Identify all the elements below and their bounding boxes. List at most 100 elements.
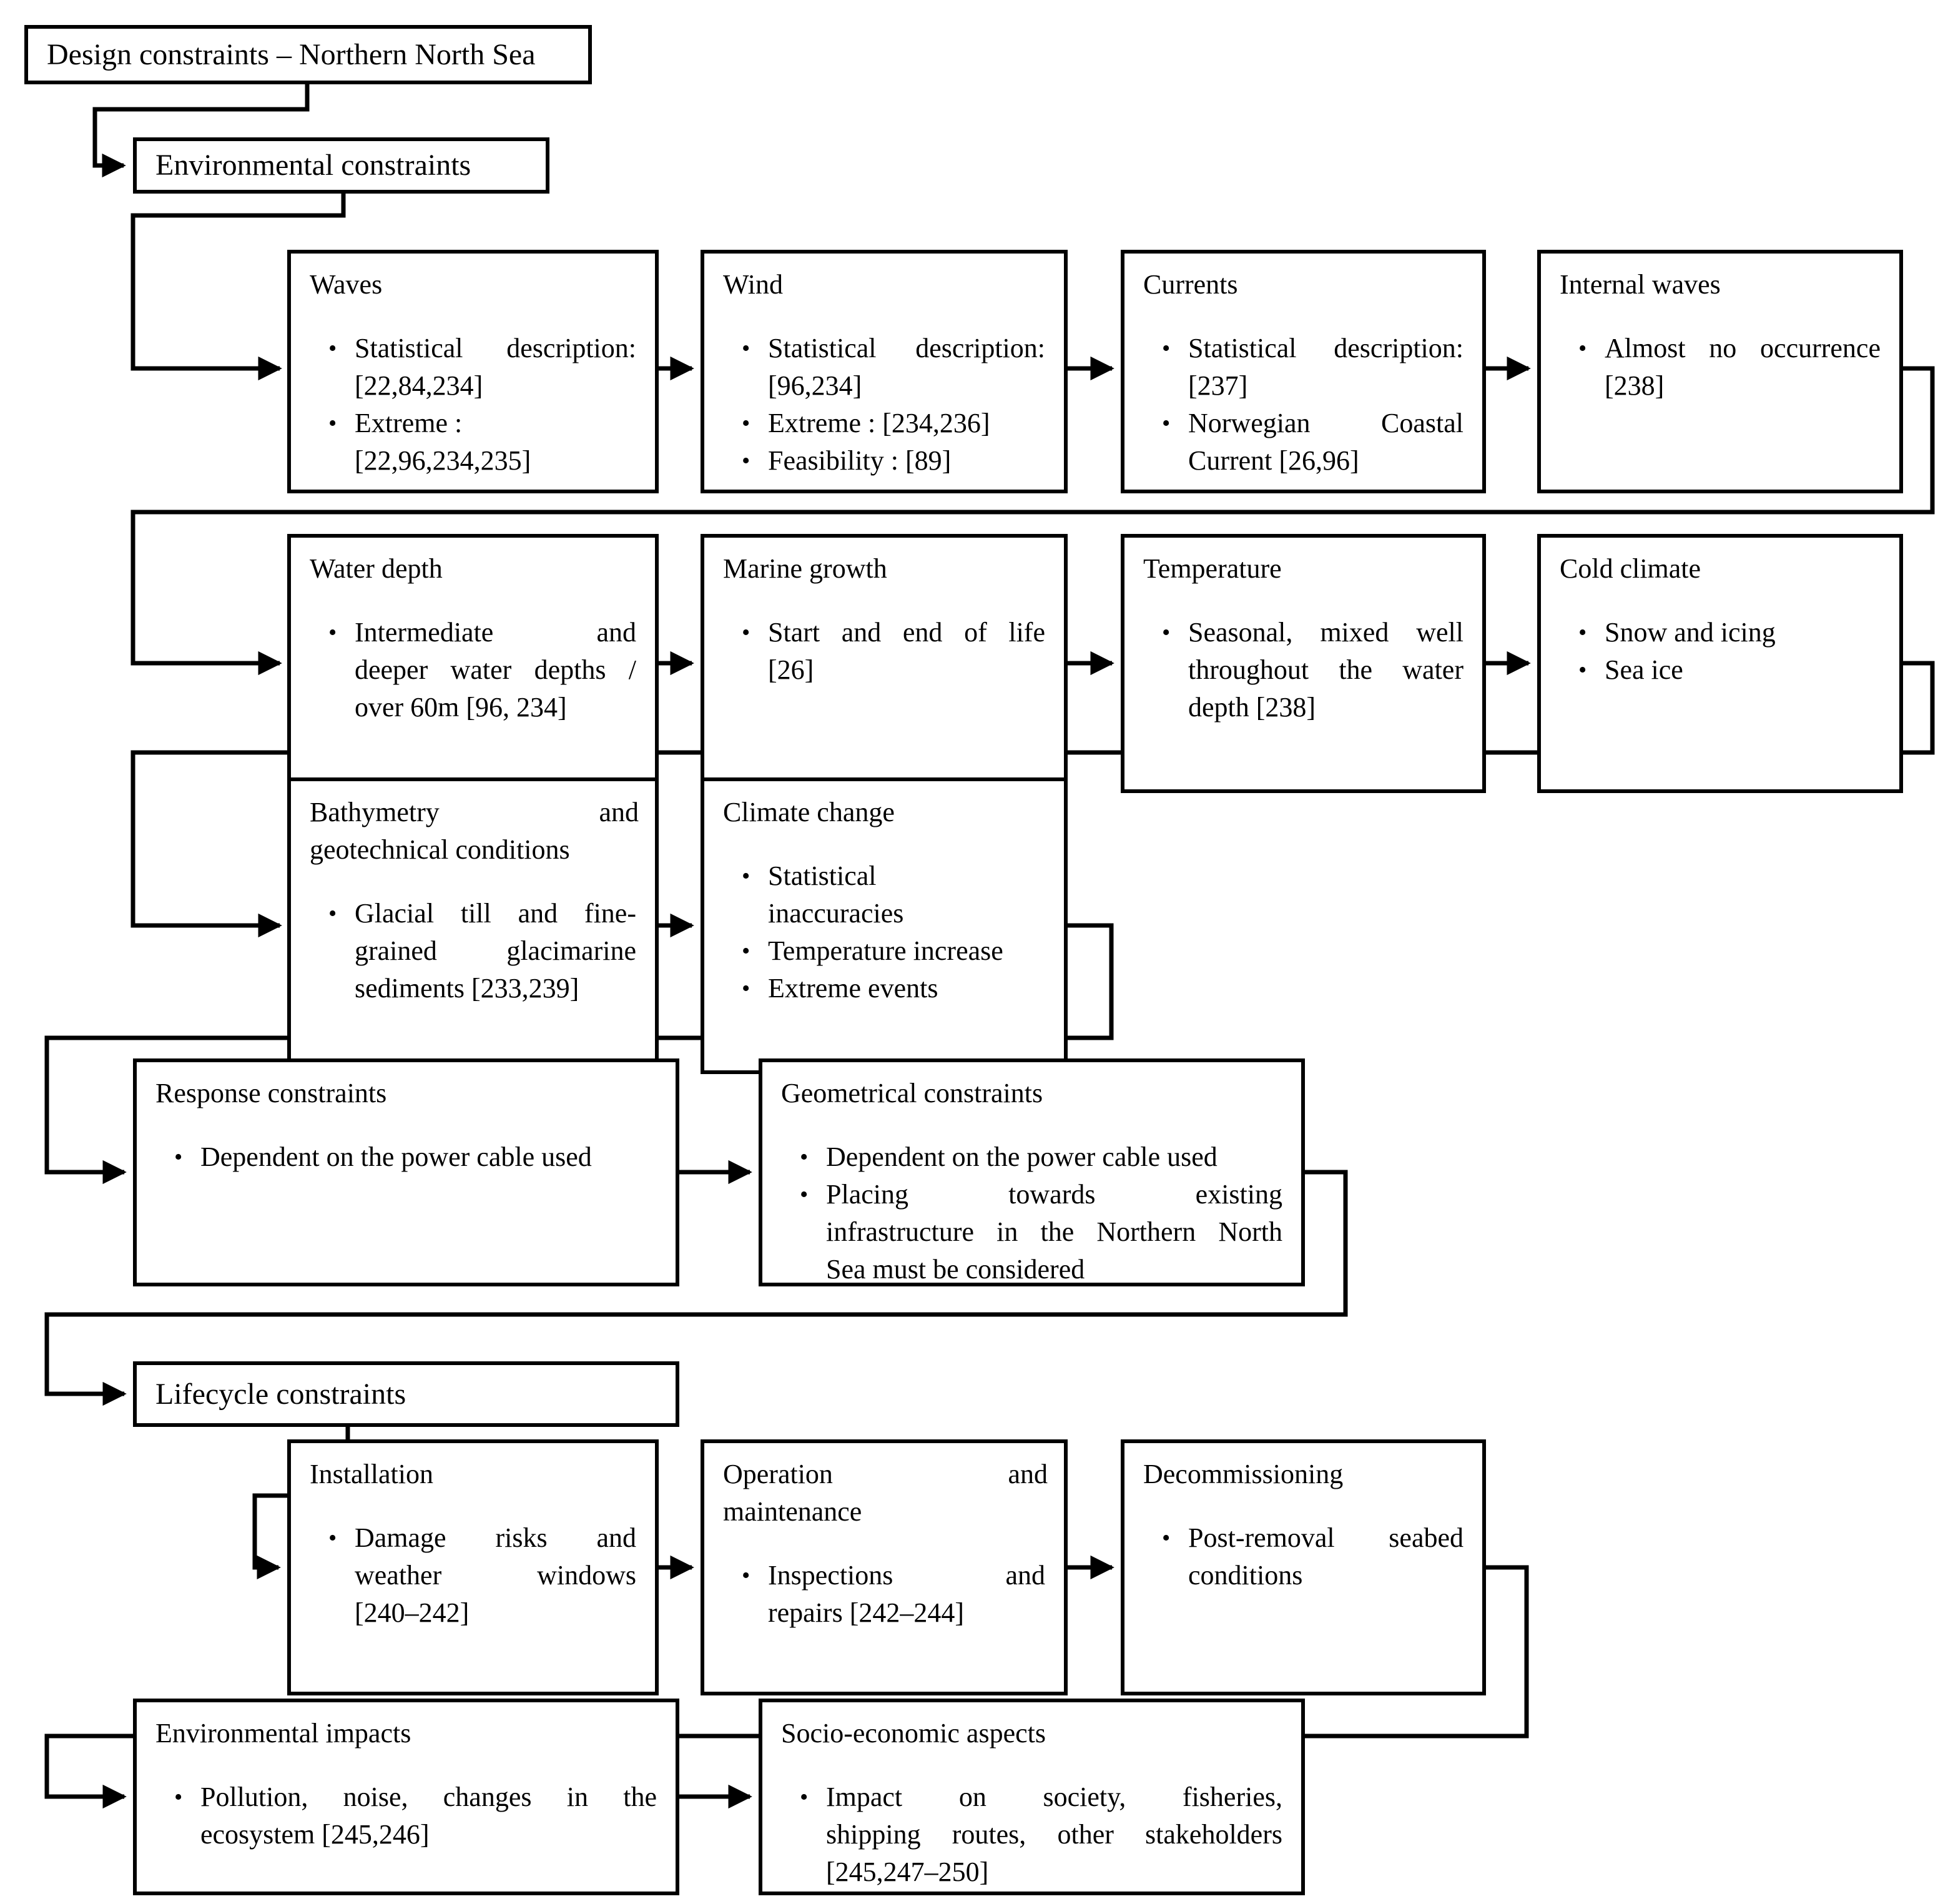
bullet-text: Glacial till and fine-grained glacimarin… <box>355 895 639 1007</box>
bullet-dot-icon: • <box>174 1144 183 1170</box>
box-title: Environmental impacts <box>155 1715 659 1752</box>
box-title: Waves <box>310 266 639 303</box>
title-bullet-spacer <box>1560 303 1883 330</box>
cold-climate-box: Cold climate • Snow and icing•Sea ice <box>1537 534 1903 793</box>
bullet-item: •Temperature increase <box>723 932 1048 970</box>
bullet-text-line: infrastructure in the Northern North <box>826 1216 1282 1247</box>
bullet-dot-icon: • <box>1578 335 1587 362</box>
box-title: Currents <box>1143 266 1466 303</box>
box-title-line: geotechnical conditions <box>310 834 570 865</box>
box-title: Internal waves <box>1560 266 1883 303</box>
box-title: Cold climate <box>1560 550 1883 588</box>
title-bullet-spacer <box>1143 1493 1466 1519</box>
box-title-line: Temperature <box>1143 553 1282 584</box>
bullet-text-line: Intermediate and <box>355 617 636 648</box>
box-title-line: Socio-economic aspects <box>781 1718 1046 1749</box>
bullet-dot-icon: • <box>742 975 750 1002</box>
bullet-text-line: Norwegian Coastal <box>1188 408 1464 438</box>
bullet-item: •Dependent on the power cable used <box>781 1138 1285 1176</box>
box-title: Geometrical constraints <box>781 1075 1285 1112</box>
waves-box: Waves•Statistical description:[22,84,234… <box>287 250 659 493</box>
bullet-item: •Almost no occurrence[238] <box>1560 330 1883 405</box>
title-bullet-spacer <box>310 869 639 895</box>
bullet-text-line: Inspections and <box>768 1560 1045 1591</box>
bullet-text: Pollution, noise, changes in the ecosyste… <box>200 1778 659 1853</box>
box-title: Climate change <box>723 794 1048 831</box>
bullet-text-line: Seasonal, mixed well <box>1188 617 1464 648</box>
bullet-text-line: Statistical description: <box>768 333 1045 363</box>
bullet-dot-icon: • <box>1578 619 1587 646</box>
internal-waves-box: Internal waves •Almost no occurrence[238] <box>1537 250 1903 493</box>
bullet-text-line: ecosystem [245,246] <box>200 1819 430 1850</box>
box-title-line: maintenance <box>723 1496 862 1527</box>
bullet-text-line: [238] <box>1605 370 1665 401</box>
bullet-dot-icon: • <box>742 448 750 474</box>
bullet-item: •Feasibility : [89] <box>723 442 1048 480</box>
box-title-line: Internal waves <box>1560 269 1721 300</box>
bullet-text-line: repairs [242–244] <box>768 1597 965 1628</box>
box-title: Wind <box>723 266 1048 303</box>
bullet-text-line: Temperature increase <box>768 935 1003 966</box>
bullet-dot-icon: • <box>328 410 337 437</box>
title-bullet-spacer <box>1560 588 1883 614</box>
bullet-text-line: Dependent on the power cable used <box>826 1142 1218 1172</box>
bullet-text-line: Damage risks and <box>355 1522 636 1553</box>
environmental-constraints-box: Environmental constraints <box>133 137 549 194</box>
bullet-text-line: Impact on society, fisheries, <box>826 1782 1282 1812</box>
bullet-text-line: inaccuracies <box>768 898 904 929</box>
bullet-item: •Statistical description:[96,234] <box>723 330 1048 405</box>
bullet-text: Snow and icing <box>1605 614 1883 651</box>
bullet-text-line: Current [26,96] <box>1188 445 1359 476</box>
bullet-dot-icon: • <box>1162 335 1171 362</box>
box-title-line: Geometrical constraints <box>781 1078 1043 1108</box>
lifecycle-constraints-label: Lifecycle constraints <box>155 1377 406 1411</box>
bullet-text-line: [237] <box>1188 370 1248 401</box>
bullet-text-line: [22,96,234,235] <box>355 445 531 476</box>
box-title: Water depth <box>310 550 639 588</box>
bullet-text: Extreme : [234,236] <box>768 405 1048 442</box>
box-title-line: Response constraints <box>155 1078 387 1108</box>
title-bullet-spacer <box>781 1752 1285 1778</box>
bullet-text-line: Extreme : <box>355 408 463 438</box>
socio-economic-aspects-box: Socio-economic aspects•Impact on society… <box>759 1699 1305 1895</box>
design-constraints-label: Design constraints – Northern North Sea <box>47 37 536 71</box>
title-bullet-spacer <box>723 831 1048 857</box>
bullet-item: • Dependent on the power cable used <box>155 1138 659 1176</box>
bullet-text-line: sediments [233,239] <box>355 973 579 1004</box>
bullet-text-line: over 60m [96, 234] <box>355 692 567 723</box>
bullet-item: •Sea ice <box>1560 651 1883 689</box>
bullet-text-line: Sea must be considered <box>826 1254 1085 1285</box>
bullet-text-line: Pollution, noise, changes in the <box>200 1782 657 1812</box>
arrow-geometrical-to-lifecycle <box>44 1170 1348 1406</box>
bullet-dot-icon: • <box>742 619 750 646</box>
arrow-title-to-environmental <box>92 84 310 178</box>
bullet-text-line: [96,234] <box>768 370 862 401</box>
box-title-line: Wind <box>723 269 783 300</box>
title-bullet-spacer <box>155 1112 659 1138</box>
title-bullet-spacer <box>310 1493 639 1519</box>
bullet-text: Dependent on the power cable used <box>200 1138 659 1176</box>
bullet-item: •Start and end of life[26] <box>723 614 1048 689</box>
bullet-text-line: Post-removal seabed <box>1188 1522 1464 1553</box>
bullet-dot-icon: • <box>328 619 337 646</box>
bullet-text-line: depth [238] <box>1188 692 1316 723</box>
bullet-text: Inspections and repairs [242–244] <box>768 1557 1048 1632</box>
bullet-text-line: Statistical description: <box>1188 333 1464 363</box>
bullet-text-line: Dependent on the power cable used <box>200 1142 592 1172</box>
box-title-line: Cold climate <box>1560 553 1701 584</box>
box-title-line: Bathymetry and <box>310 797 639 827</box>
box-title-line: Decommissioning <box>1143 1459 1344 1489</box>
